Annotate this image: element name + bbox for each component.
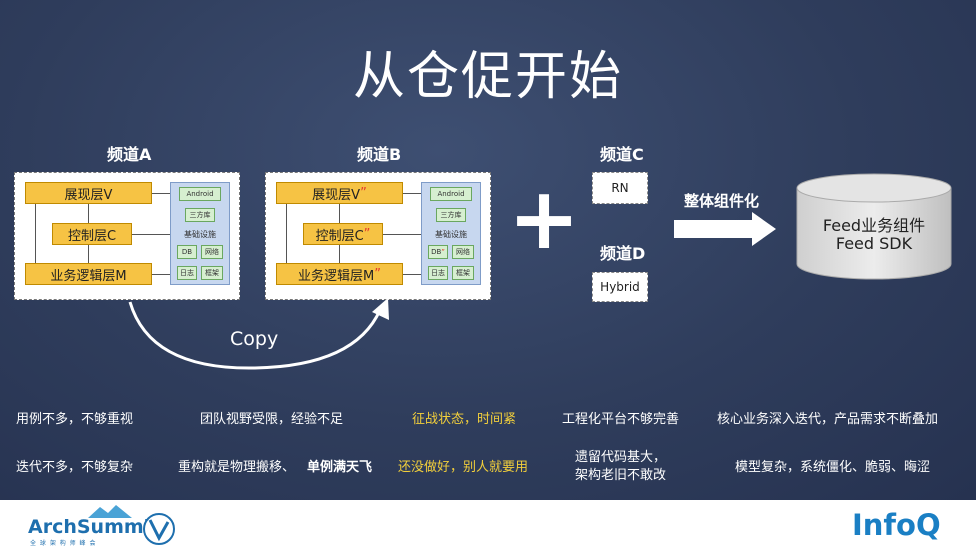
issue-text: 核心业务深入迭代，产品需求不断叠加	[717, 412, 939, 427]
framework-chip: 框架	[452, 266, 474, 280]
connector	[35, 204, 36, 263]
connector	[152, 274, 170, 275]
business-layer-text: 业务逻辑层M	[298, 268, 375, 284]
connector	[132, 234, 170, 235]
db-chip-text: DB	[431, 248, 442, 256]
control-layer-text: 控制层C	[315, 228, 364, 244]
connector	[286, 204, 287, 263]
channel-b-diagram: 展现层V” 控制层C” 业务逻辑层M” Android 三方库 基础设施 DB”…	[265, 172, 491, 300]
copy-label: Copy	[230, 328, 279, 350]
archsummit-subtitle: 全 球 架 构 师 峰 会	[30, 540, 97, 547]
feed-db-line2: Feed SDK	[835, 234, 913, 253]
business-layer: 业务逻辑层M	[25, 263, 152, 285]
rn-box: RN	[592, 172, 648, 204]
channel-c-label: 频道C	[600, 145, 644, 164]
channel-a-label: 频道A	[107, 145, 152, 164]
control-layer-text: 控制层C	[67, 228, 117, 244]
database-cylinder-icon	[796, 173, 952, 280]
third-party-chip: 三方库	[185, 208, 215, 222]
business-layer: 业务逻辑层M”	[276, 263, 403, 285]
channel-a-diagram: 展现层V 控制层C 业务逻辑层M Android 三方库 基础设施 DB 网络 …	[14, 172, 240, 300]
issue-text: 工程化平台不够完善	[562, 412, 680, 427]
issue-text: 重构就是物理搬移、	[178, 460, 296, 475]
log-chip: 日志	[428, 266, 448, 280]
mountain-logo-icon	[88, 505, 132, 518]
channel-b-label: 频道B	[357, 145, 402, 164]
android-chip: Android	[430, 187, 472, 201]
issue-text: 迭代不多，不够复杂	[16, 460, 134, 475]
connector	[339, 204, 340, 223]
view-layer: 展现层V	[25, 182, 152, 204]
issue-text: 遗留代码基大，	[575, 450, 667, 465]
framework-chip: 框架	[201, 266, 223, 280]
view-layer: 展现层V”	[276, 182, 403, 204]
connector	[88, 245, 89, 263]
android-chip: Android	[179, 187, 221, 201]
connector	[88, 204, 89, 223]
control-layer: 控制层C”	[303, 223, 383, 245]
modified-mark: ”	[360, 185, 367, 201]
business-layer-text: 业务逻辑层M	[50, 268, 127, 284]
connector	[339, 245, 340, 263]
connector	[152, 193, 170, 194]
infrastructure-panel: Android 三方库 基础设施 DB” 网络 日志 框架	[421, 182, 481, 285]
componentize-label: 整体组件化	[684, 192, 760, 210]
footer: ArchSummit 全 球 架 构 师 峰 会 InfoQ	[0, 500, 976, 550]
connector	[383, 234, 421, 235]
issue-text: 征战状态，时间紧	[412, 412, 517, 427]
third-party-chip: 三方库	[436, 208, 466, 222]
plus-icon: +	[508, 169, 581, 269]
issue-text: 单例满天飞	[307, 460, 373, 475]
infrastructure-panel: Android 三方库 基础设施 DB 网络 日志 框架	[170, 182, 230, 285]
hybrid-box: Hybrid	[592, 272, 648, 302]
issue-text: 模型复杂，系统僵化、脆弱、晦涩	[735, 460, 931, 475]
control-layer: 控制层C	[52, 223, 132, 245]
issue-text: 架构老旧不敢改	[575, 468, 667, 483]
anniversary-badge-icon	[143, 513, 175, 545]
modified-mark: ”	[363, 226, 371, 242]
db-chip: DB	[177, 245, 197, 259]
issue-text: 团队视野受限，经验不足	[200, 412, 344, 427]
modified-mark: ”	[441, 248, 445, 256]
infra-base-label: 基础设施	[184, 230, 216, 239]
network-chip: 网络	[201, 245, 223, 259]
issue-text: 用例不多，不够重视	[16, 412, 134, 427]
connector	[403, 274, 421, 275]
log-chip: 日志	[177, 266, 197, 280]
issue-text: 还没做好，别人就要用	[398, 460, 529, 475]
infoq-logo: InfoQ	[852, 508, 941, 542]
slide-title: 从仓促开始	[352, 47, 623, 107]
db-chip: DB”	[428, 245, 448, 259]
copy-arrow-icon	[128, 298, 389, 370]
right-arrow-icon	[674, 212, 776, 246]
slide: 从仓促开始 频道A 展现层V 控制层C 业务逻辑层M Android 三方库 基…	[0, 0, 976, 500]
connector	[403, 193, 421, 194]
view-layer-text: 展现层V	[64, 187, 113, 203]
channel-d-label: 频道D	[600, 244, 646, 263]
feed-db-line1: Feed业务组件	[822, 216, 926, 235]
modified-mark: ”	[374, 266, 381, 282]
view-layer-text: 展现层V	[312, 187, 361, 203]
network-chip: 网络	[452, 245, 474, 259]
archsummit-logo: ArchSummit	[28, 516, 160, 538]
infra-base-label: 基础设施	[435, 230, 467, 239]
